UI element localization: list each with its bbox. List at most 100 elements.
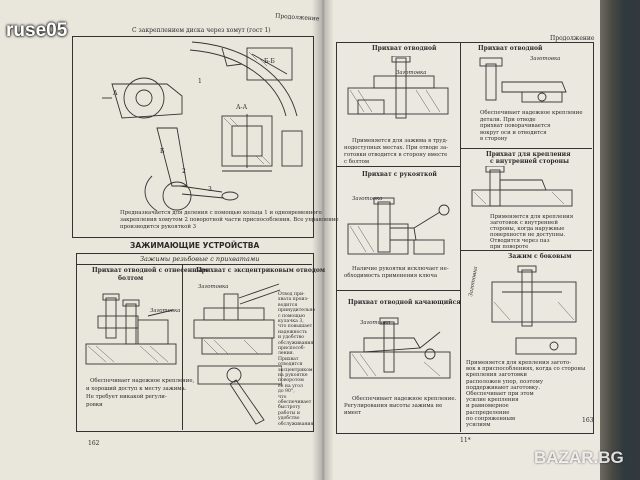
s2cap-line: при повороте (490, 244, 529, 250)
col1-title-line-2: болтом (118, 275, 144, 282)
right-column-divider (460, 42, 461, 432)
r3-caption-line-2: Регулирования высоты зажима не (344, 403, 443, 409)
s3cap-line: Применяется для крепления загото- (466, 360, 572, 366)
col1-caption-line-4: ровки (86, 402, 103, 408)
book-cover-edge (600, 0, 640, 480)
s2cap-line: стороны, когда наружные (490, 226, 565, 232)
s3-drawing (491, 265, 577, 355)
table-divider (76, 264, 312, 265)
left-page-number: 162 (88, 440, 100, 447)
col2side-line: обеспечивает (278, 400, 312, 405)
col2-label-zagotovka: Заготовка (198, 284, 229, 290)
r2-caption-line-2: обходимость применения ключа (344, 273, 438, 279)
label-A-A: А-А (236, 104, 248, 111)
col2side-line: что (278, 394, 287, 400)
col2side-line: быстроту (278, 405, 301, 411)
s1cap-line: в сторону (480, 136, 508, 143)
right-table-frame (336, 42, 594, 434)
col2side-line: хвата произ- (278, 297, 309, 303)
col1-caption-line-1: Обеспечивает надежное крепление, (90, 378, 195, 384)
right-row-divider-4 (460, 250, 592, 251)
col1-drawing (85, 293, 177, 365)
right-row-divider-1 (336, 166, 460, 167)
col2side-line: и удобство (278, 335, 305, 341)
col2side-line: надежность (278, 329, 308, 335)
left-header-title: С закреплением диска через хомут (гост 1… (132, 27, 271, 34)
col2-title: Прихват с эксцентриковым отводом (196, 267, 326, 274)
r3-drawing (349, 317, 451, 379)
r1-caption-line-1: Применяется для зажима в труд- (352, 138, 448, 144)
top-figure-frame (72, 36, 314, 238)
indexing-fixture-drawing (102, 41, 303, 212)
col2side-line: до 90°, (278, 389, 295, 395)
col2side-line: эксцентриком (278, 367, 313, 373)
section-title: ЗАЖИМАЮЩИЕ УСТРОЙСТВА (130, 241, 260, 250)
col2-drawing (193, 283, 282, 425)
col2side-line: отводится (278, 362, 303, 368)
top-caption-line-2: закрепления хомутом 2 поворотной части п… (120, 217, 339, 223)
col1-title-line-1: Прихват отводной с отнесенным (92, 267, 208, 274)
s3cap-line: Обеспечивает при этом (466, 391, 534, 397)
r2-drawing (347, 197, 450, 255)
col2side-line: кулачка 3, (278, 319, 304, 324)
col2side-line: что повышает (278, 324, 313, 330)
s3-title: Зажим с боковым (508, 253, 572, 260)
r2-label-zagotovka: Заготовка (352, 196, 383, 202)
s3cap-line: усилиям (466, 422, 491, 428)
s2-title-line-2: с внутренней стороны (490, 158, 569, 165)
s1-title: Прихват отводной (478, 45, 543, 52)
label-A: А (113, 90, 118, 97)
s2cap-line: Отводится через паз (490, 238, 550, 244)
s3cap-line: распределение (466, 409, 510, 416)
s3cap-line: расположен упор, поэтому (466, 378, 543, 385)
col2side-line: удобство (278, 416, 300, 422)
s1cap-line: вокруг оси и отводится (480, 129, 547, 136)
site-watermark: BAZAR.BG (534, 448, 624, 467)
right-header-right: Продолжение (550, 35, 595, 42)
label-B-B: Б-Б (264, 58, 275, 65)
s3cap-line: вок в приспособлениях, когда со стороны (466, 366, 586, 373)
s3cap-line: по сопряженным (466, 415, 516, 422)
s2cap-line: заготовок с внутренней (490, 220, 558, 226)
s3cap-line: поддерживают заготовку. (466, 384, 541, 391)
r1-caption-line-2: нодоступных местах. При отводе за- (344, 145, 449, 151)
col2side-line: ее на угол (278, 383, 303, 389)
s1-label-zagotovka: Заготовка (530, 56, 561, 62)
label-3: 3 (208, 186, 212, 193)
r1-label-zagotovka: Заготовка (396, 70, 427, 76)
table-column-divider (182, 264, 183, 430)
col2side-line: ления. (278, 351, 295, 357)
right-row-divider-2 (336, 290, 460, 291)
col2side-line: обслуживания (278, 421, 314, 427)
col2side-line: водится (278, 302, 298, 308)
col2side-line: обслуживания (278, 340, 314, 346)
col1-label-zagotovka: Заготовка (150, 308, 181, 314)
col2side-line: приспособ- (278, 346, 306, 351)
col2side-line: принудительно (278, 308, 316, 314)
top-caption-line-1: Предназначается для деления с помощью ко… (120, 210, 322, 216)
s2-drawing (471, 166, 573, 207)
label-B: Б (160, 148, 165, 155)
s2cap-line: поверхности не доступны. (490, 232, 566, 238)
col2side-line: работы и (278, 410, 300, 416)
label-1: 1 (198, 78, 202, 85)
right-page-number: 163 (582, 417, 594, 424)
site-logo: ruse05 (6, 20, 68, 41)
subsection-title: Зажимы резьбовые с прихватами (140, 255, 260, 263)
s1cap-line: детали. При отводе (480, 116, 536, 123)
r3-label-zagotovka: Заготовка (360, 320, 391, 326)
r1-caption-line-3: готовки отводится в сторону вместе (344, 152, 448, 158)
s2-title-line-1: Прихват для крепления (486, 151, 571, 158)
col1-caption-line-3: Не требует никакой регули- (86, 394, 167, 400)
right-page-mark: 11* (460, 437, 471, 444)
s1cap-line: прихват поворачивается (480, 123, 551, 130)
label-2: 2 (182, 168, 186, 175)
s3cap-line: и равномерное (466, 403, 509, 410)
r1-drawing (347, 56, 449, 119)
s3cap-line: усилие крепления (466, 397, 519, 404)
top-caption-line-3: производится рукояткой 3 (120, 224, 197, 230)
r2-caption-line-1: Наличие рукоятки исключает не- (352, 266, 449, 272)
r1-caption-line-4: с болтом (344, 159, 370, 165)
col2side-line: Прихват (278, 356, 299, 362)
s3cap-line: крепления заготовки (466, 372, 527, 379)
